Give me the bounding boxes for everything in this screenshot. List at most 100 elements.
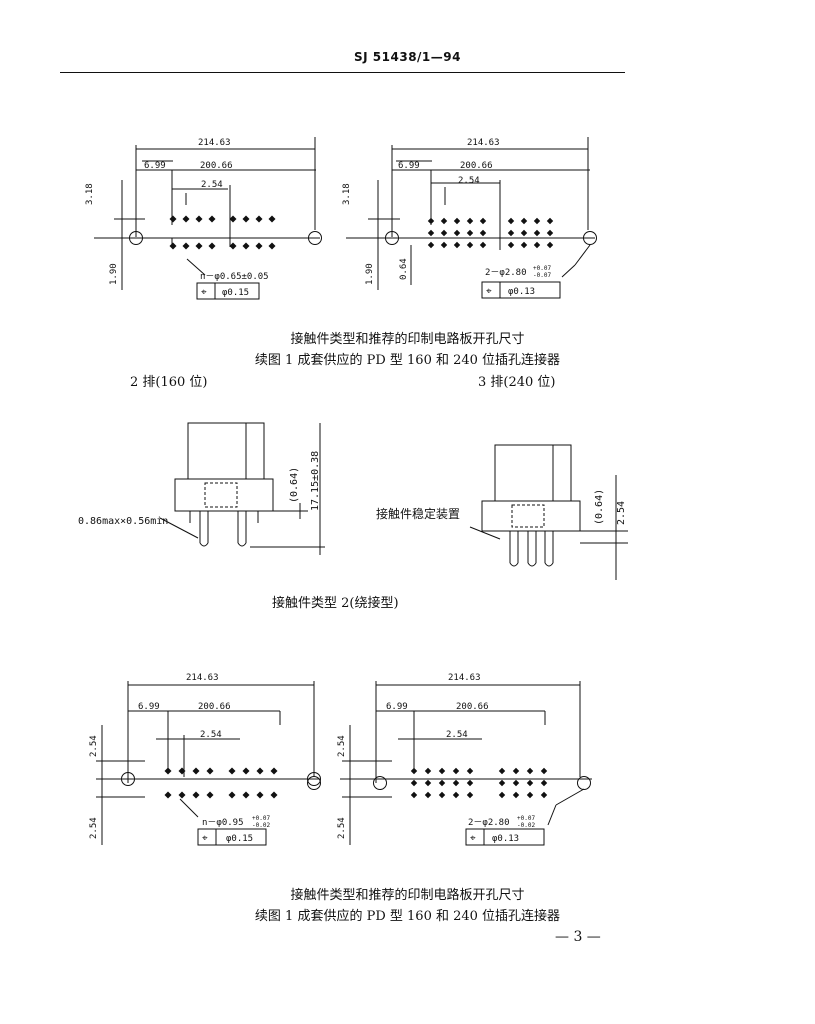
- pcb-hole-mark: [453, 241, 461, 249]
- pcb-hole-mark: [208, 242, 216, 250]
- f3-dim-vbot-left: 2.54: [89, 817, 99, 839]
- pcb-hole-mark: [466, 779, 474, 787]
- pcb-hole-mark: [512, 767, 520, 775]
- fig3-caption-line1: 接触件类型和推荐的印制电路板开孔尺寸: [290, 888, 525, 903]
- pcb-hole-mark: [440, 241, 448, 249]
- standard-number: SJ 51438/1—94: [354, 50, 461, 64]
- pcb-hole-mark: [424, 791, 432, 799]
- pcb-hole-mark: [169, 215, 177, 223]
- pcb-hole-mark: [498, 791, 506, 799]
- pcb-hole-mark: [192, 767, 200, 775]
- fig3-caption-line2: 续图 1 成套供应的 PD 型 160 和 240 位插孔连接器: [254, 909, 561, 924]
- f3-dim-pitch-left: 2.54: [200, 730, 222, 740]
- dim-overall-right: 214.63: [467, 138, 500, 148]
- pcb-hole-mark: [520, 229, 528, 237]
- pcb-hole-mark: [438, 779, 446, 787]
- svg-text:⌖: ⌖: [486, 286, 492, 297]
- pcb-hole-mark: [410, 791, 418, 799]
- pcb-hole-mark: [410, 767, 418, 775]
- f3-callout-sub-left: -0.02: [252, 822, 270, 829]
- pcb-hole-mark: [242, 215, 250, 223]
- f3-callout-sup-left: +0.07: [252, 815, 270, 822]
- pcb-hole-mark: [195, 215, 203, 223]
- pcb-hole-mark: [438, 791, 446, 799]
- pcb-hole-mark: [195, 242, 203, 250]
- pcb-hole-mark: [466, 767, 474, 775]
- dim-064-left: (0.64): [289, 467, 300, 503]
- dim-span-left: 200.66: [200, 161, 233, 171]
- pcb-hole-mark: [533, 217, 541, 225]
- pcb-hole-mark: [512, 779, 520, 787]
- pcb-hole-mark: [526, 791, 534, 799]
- fig1-caption-line1: 接触件类型和推荐的印制电路板开孔尺寸: [290, 332, 525, 347]
- pcb-hole-mark: [268, 242, 276, 250]
- pcb-hole-mark: [466, 241, 474, 249]
- pcb-hole-mark: [229, 242, 237, 250]
- dim-064-right: (0.64): [594, 489, 605, 525]
- callout-sub-right: -0.07: [533, 272, 551, 279]
- pcb-hole-mark: [424, 767, 432, 775]
- f3-callout-tol-right: φ0.13: [492, 834, 519, 844]
- pcb-hole-mark: [410, 779, 418, 787]
- pcb-hole-mark: [453, 217, 461, 225]
- fig1-label-2row: 2 排(160 位): [130, 375, 208, 390]
- svg-text:⌖: ⌖: [201, 287, 207, 298]
- pcb-hole-mark: [182, 215, 190, 223]
- pcb-hole-mark: [498, 767, 506, 775]
- pcb-hole-mark: [270, 791, 278, 799]
- dim-254: 2.54: [616, 501, 627, 525]
- f3-dim-overall-right: 214.63: [448, 673, 481, 683]
- pcb-hole-mark: [520, 241, 528, 249]
- pcb-hole-mark: [520, 217, 528, 225]
- pcb-hole-mark: [228, 767, 236, 775]
- pcb-hole-mark: [424, 779, 432, 787]
- pcb-hole-mark: [507, 217, 515, 225]
- callout-note-right: 2－φ2.80: [485, 268, 527, 278]
- pcb-layout-figure-3: 214.63 6.99 200.66 2.54 2.54 2.54 n－φ0.9…: [89, 673, 592, 846]
- pcb-hole-mark: [546, 229, 554, 237]
- pcb-hole-mark: [526, 779, 534, 787]
- callout-sup-right: +0.07: [533, 265, 551, 272]
- dim-pitch-right: 2.54: [458, 176, 480, 186]
- pcb-hole-mark: [242, 767, 250, 775]
- dim-overall-left: 214.63: [198, 138, 231, 148]
- pcb-hole-mark: [540, 767, 548, 775]
- callout-tol-right: φ0.13: [508, 287, 535, 297]
- pcb-hole-mark: [533, 229, 541, 237]
- pcb-hole-mark: [255, 242, 263, 250]
- dim-vmid-right: 0.64: [399, 258, 409, 280]
- pcb-hole-mark: [512, 791, 520, 799]
- pcb-hole-mark: [164, 791, 172, 799]
- pcb-hole-mark: [540, 791, 548, 799]
- dim-pitch-left: 2.54: [201, 180, 223, 190]
- f3-callout-tol-left: φ0.15: [226, 834, 253, 844]
- callout-note-left: n－φ0.65±0.05: [200, 272, 269, 282]
- callout-tol-left: φ0.15: [222, 288, 249, 298]
- dim-vbot-right: 1.90: [365, 263, 375, 285]
- pcb-hole-mark: [533, 241, 541, 249]
- pcb-hole-mark: [178, 791, 186, 799]
- pcb-hole-mark: [228, 791, 236, 799]
- f3-dim-vbot-right: 2.54: [337, 817, 347, 839]
- f3-dim-span-left: 200.66: [198, 702, 231, 712]
- pcb-hole-mark: [208, 215, 216, 223]
- pcb-hole-mark: [427, 241, 435, 249]
- dim-vtop-left: 3.18: [85, 183, 95, 205]
- pcb-hole-mark: [206, 767, 214, 775]
- pcb-hole-mark: [540, 779, 548, 787]
- pcb-hole-mark: [507, 241, 515, 249]
- pcb-hole-mark: [507, 229, 515, 237]
- f3-callout-note-left: n－φ0.95: [202, 818, 244, 828]
- pcb-layout-figure-1: 214.63 6.99 200.66 2.54 3.18 1.90 n－φ0.6…: [85, 137, 597, 300]
- f3-dim-pitch-right: 2.54: [446, 730, 468, 740]
- f3-dim-offset-left: 6.99: [138, 702, 160, 712]
- fig2-caption: 接触件类型 2(绕接型): [272, 596, 399, 611]
- pcb-hole-mark: [270, 767, 278, 775]
- dim-contact-width: 0.86max×0.56min: [78, 516, 168, 527]
- pcb-hole-mark: [164, 767, 172, 775]
- dim-offset-left: 6.99: [144, 161, 166, 171]
- pcb-hole-mark: [438, 767, 446, 775]
- pcb-hole-mark: [182, 242, 190, 250]
- pcb-hole-mark: [169, 242, 177, 250]
- fig1-label-3row: 3 排(240 位): [478, 375, 556, 390]
